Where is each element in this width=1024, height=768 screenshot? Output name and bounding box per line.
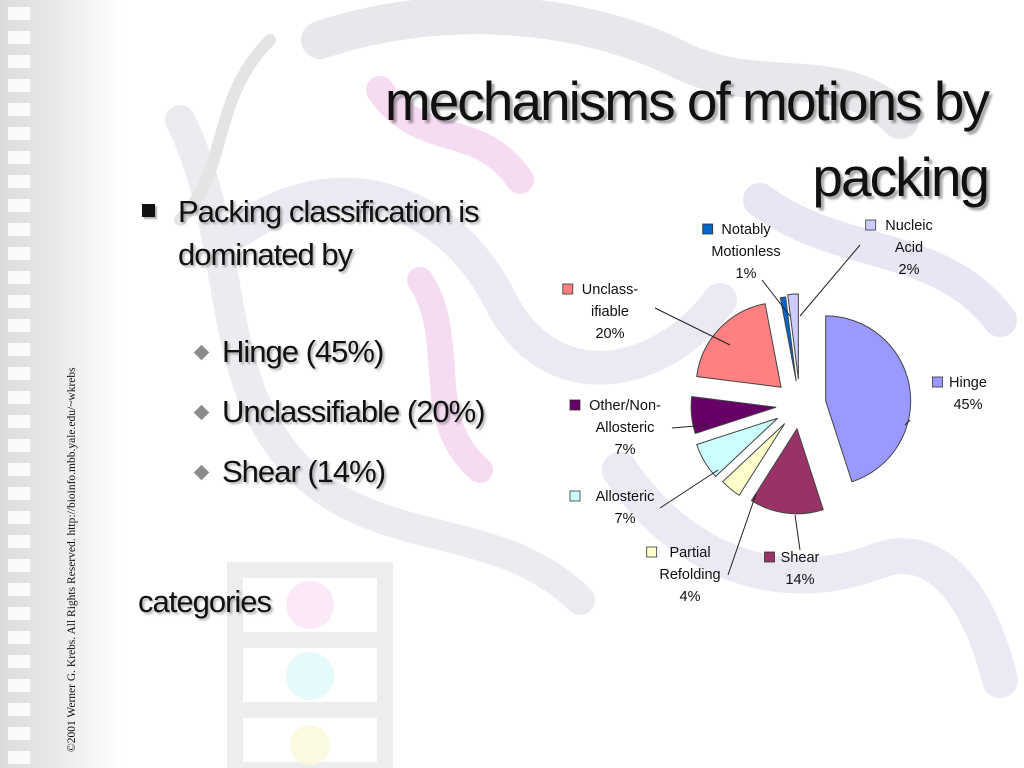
slice-percent-label: 20% (595, 326, 624, 342)
sub-bullet-text: Shear (14%) (222, 454, 386, 489)
slice-name-label: Refolding (659, 567, 720, 583)
categories-text: categories (138, 584, 272, 619)
leader-line (671, 424, 709, 429)
leader-line (654, 307, 731, 346)
slice-name-label: Allosteric (596, 420, 655, 436)
slice-percent-label: 7% (615, 442, 636, 458)
film-strip-holes (8, 0, 30, 768)
pie-slice (750, 427, 824, 515)
slice-name-label: Other/Non- (589, 398, 661, 414)
legend-swatch (865, 219, 877, 231)
pie-slice (696, 417, 778, 478)
legend-swatch (702, 223, 714, 235)
pie-slice (787, 293, 799, 380)
pie-slice (690, 396, 777, 435)
legend-swatch (764, 551, 775, 563)
legend-swatch (562, 283, 574, 295)
slide-title-line-1: mechanisms of motions by (384, 70, 990, 132)
legend-swatch (569, 490, 581, 502)
sub-bullet-text: Hinge (45%) (222, 334, 384, 369)
slice-percent-label: 1% (736, 266, 757, 282)
slice-percent-label: 14% (785, 572, 814, 588)
square-bullet-icon (142, 204, 155, 217)
sub-bullet-item: Unclassifiable (20%) (140, 392, 540, 452)
film-strip-decoration (0, 0, 122, 768)
sub-bullet-text: Unclassifiable (20%) (222, 394, 486, 429)
slice-percent-label: 4% (680, 589, 701, 605)
slice-percent-label: 2% (899, 262, 920, 278)
pie-slice (825, 315, 912, 483)
bullet-text: Packing classification is dominated by (178, 194, 480, 272)
slice-name-label: ifiable (591, 304, 629, 320)
legend-swatch (646, 546, 658, 558)
slice-percent-label: 7% (615, 511, 636, 527)
slice-name-label: Partial (669, 545, 710, 561)
slice-name-label: Unclass- (582, 282, 639, 298)
bullet-list: Packing classification is dominated by H… (140, 190, 540, 512)
slice-name-label: Hinge (949, 375, 987, 391)
slice-name-label: Acid (895, 240, 923, 256)
pie-slice (696, 303, 782, 388)
leader-line (659, 469, 719, 509)
legend-swatch (569, 399, 581, 411)
background-watermark (165, 0, 1018, 768)
slice-name-label: Shear (781, 550, 820, 566)
slice-percent-label: 45% (953, 397, 982, 413)
leader-line (794, 514, 801, 551)
bullet-item: Packing classification is dominated by (140, 190, 540, 276)
legend-swatch (932, 376, 943, 388)
sub-bullet-item: Hinge (45%) (140, 332, 540, 392)
sub-bullet-item: Shear (14%) (140, 452, 540, 512)
pie-slice (779, 296, 797, 382)
pie-slice (722, 423, 786, 496)
leader-line (799, 244, 861, 317)
leader-line (761, 279, 791, 317)
slice-name-label: Notably (721, 222, 771, 238)
leader-line (727, 493, 757, 576)
slice-name-label: Motionless (711, 244, 780, 260)
leader-line (904, 419, 911, 426)
sub-bullet-list: Hinge (45%) Unclassifiable (20%) Shear (… (140, 332, 540, 512)
slide-title-line-2: packing (812, 146, 990, 208)
slice-name-label: Nucleic (885, 218, 933, 234)
slice-name-label: Allosteric (596, 489, 655, 505)
